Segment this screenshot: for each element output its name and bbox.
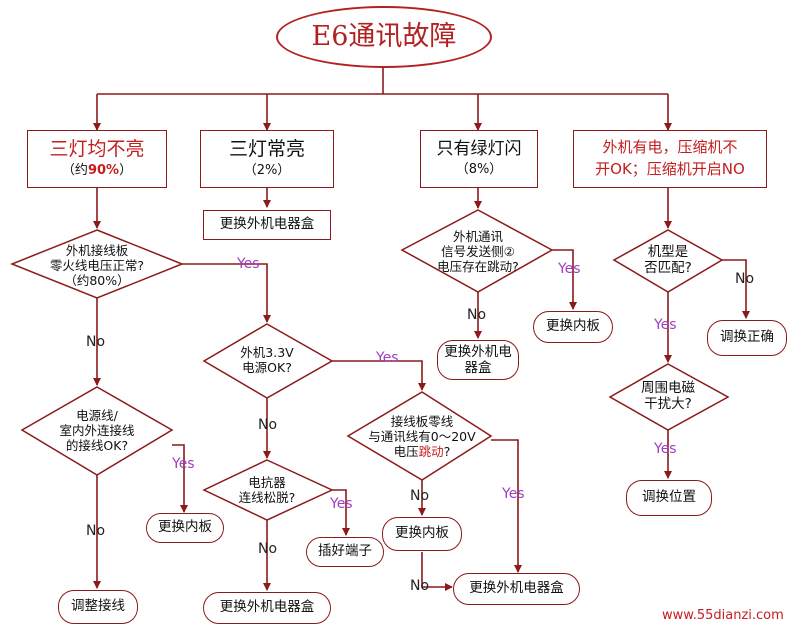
decision-diamond-6: [400, 209, 554, 293]
action-plug-terminal: 插好端子: [306, 537, 384, 567]
decision-5-text: 接线板零线与通讯线有0～20V 电压跳动?: [368, 413, 476, 459]
branch-3-ratio: （8%）: [455, 162, 503, 178]
action-replace-indoor-board-mid: 更换内板: [382, 517, 462, 551]
action-adjust-wiring: 调整接线: [58, 590, 138, 624]
label-yes-d1: Yes: [237, 256, 260, 272]
branch-1-ratio: （约90%）: [61, 163, 133, 179]
label-no-d3: No: [258, 417, 278, 433]
label-yes-d8: Yes: [654, 441, 677, 457]
label-no-d7: No: [735, 271, 755, 287]
decision-1-text: 外机接线板零火线电压正常?（约80%）: [49, 242, 145, 288]
label-no-d5: No: [410, 488, 430, 504]
branch-1-title: 三灯均不亮: [49, 137, 145, 160]
decision-diamond-4: [202, 459, 334, 521]
branch-all-lights-on: 三灯常亮 （2%）: [200, 130, 334, 188]
branch-2-title: 三灯常亮: [228, 137, 305, 160]
branch-4-line1: 外机有电，压缩机不: [602, 138, 738, 157]
label-yes-d5: Yes: [502, 486, 525, 502]
action-replace-indoor-board-green: 更换内板: [533, 311, 613, 343]
branch-green-flashing: 只有绿灯闪 （8%）: [420, 130, 538, 188]
branch-3-title: 只有绿灯闪: [436, 138, 522, 159]
label-yes-d3: Yes: [376, 350, 399, 366]
branch-2-ratio: （2%）: [243, 163, 291, 179]
title-oval: E6通讯故障: [276, 6, 492, 68]
label-yes-d7: Yes: [654, 317, 677, 333]
decision-diamond-7: [612, 229, 724, 293]
branch-outdoor-powered: 外机有电，压缩机不 开OK；压缩机开启NO: [573, 130, 767, 188]
decision-8-text: 周围电磁干扰大?: [641, 379, 695, 412]
branch-all-lights-off: 三灯均不亮 （约90%）: [27, 130, 167, 188]
label-yes-d4: Yes: [330, 496, 353, 512]
decision-7-text: 机型是否匹配?: [644, 243, 692, 276]
label-no-d2: No: [86, 523, 106, 539]
decision-diamond-1: [9, 229, 185, 299]
watermark: www.55dianzi.com: [662, 608, 784, 623]
action-replace-outdoor-box-green: 更换外机电器盒: [437, 340, 519, 380]
action-replace-outdoor-box-right: 更换外机电器盒: [453, 573, 580, 605]
decision-diamond-2: [20, 386, 174, 476]
action-adjust-position: 调换位置: [626, 480, 712, 516]
action-replace-indoor-board-left: 更换内板: [146, 513, 224, 543]
decision-2-text: 电源线/室内外连接线的接线OK?: [59, 407, 135, 453]
label-no-bottom: No: [410, 578, 430, 594]
branch-4-line2: 开OK；压缩机开启NO: [595, 160, 745, 178]
decision-diamond-3: [202, 323, 334, 399]
decision-diamond-8: [608, 363, 730, 431]
label-no-d6: No: [467, 307, 487, 323]
label-yes-d2: Yes: [172, 456, 195, 472]
action-replace-outdoor-box-bottom: 更换外机电器盒: [203, 592, 331, 624]
label-no-d4: No: [258, 541, 278, 557]
decision-diamond-5: [346, 391, 493, 481]
label-no-d1: No: [86, 334, 106, 350]
decision-4-text: 电抗器连线松脱?: [238, 475, 296, 505]
title-text: E6通讯故障: [311, 21, 457, 53]
label-yes-d6: Yes: [558, 261, 581, 277]
action-adjust-correct: 调换正确: [707, 320, 787, 356]
action-replace-outdoor-box-top: 更换外机电器盒: [203, 210, 331, 240]
